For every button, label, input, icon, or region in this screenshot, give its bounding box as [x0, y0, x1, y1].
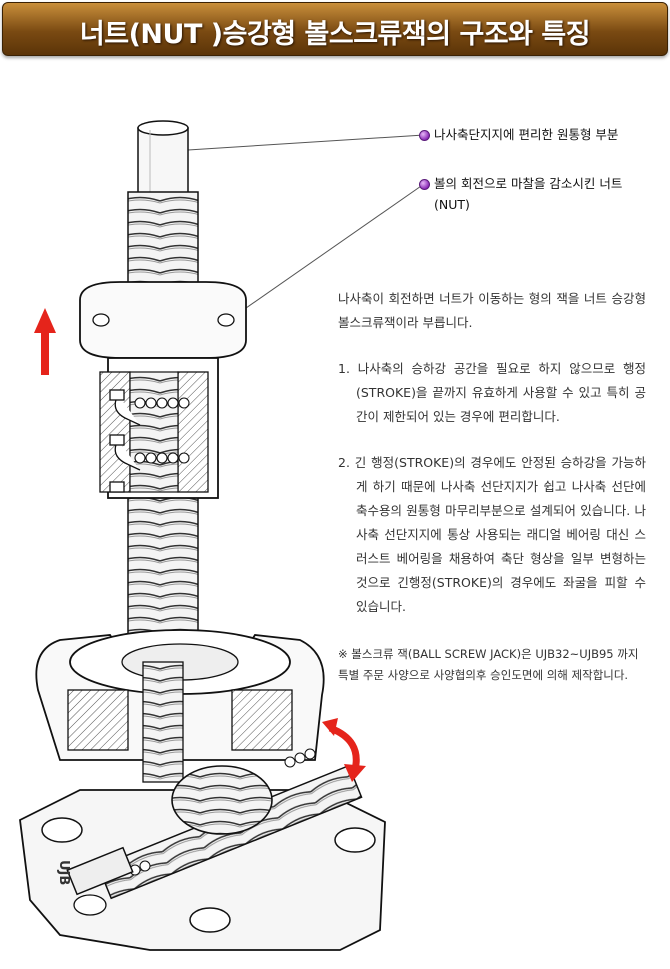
callout-bullet-2 [419, 179, 430, 190]
worm-shaft [66, 748, 363, 900]
feature-item-1: 1. 나사축의 승하강 공간을 필요로 하지 않으므로 행정(STROKE)을 … [338, 361, 646, 424]
callout-2: 볼의 회전으로 마찰을 감소시킨 너트 (NUT) [434, 173, 622, 215]
nut-balls [134, 397, 190, 464]
screw-top-cylinder [137, 120, 189, 195]
feature-item-2: 2. 긴 행정(STROKE)의 경우에도 안정된 승하강을 가능하게 하기 때… [338, 455, 646, 614]
flange-nut [79, 281, 247, 499]
callout-1: 나사축단지지에 편리한 원통형 부분 [434, 127, 619, 142]
note-text: ※ 볼스크류 잭(BALL SCREW JACK)은 UJB32~UJB95 까… [338, 647, 639, 682]
housing-mark: UJB [56, 860, 71, 885]
rotation-arrow-icon [322, 718, 366, 782]
callout-2-line1: 볼의 회전으로 마찰을 감소시킨 너트 [434, 176, 623, 191]
worm-gearbox-housing [35, 629, 325, 783]
intro-paragraph: 나사축이 회전하면 너트가 이동하는 형의 잭을 너트 승강형 볼스크류잭이라 … [338, 291, 646, 330]
callout-bullet-1 [419, 130, 430, 141]
nut-return-tubes [109, 389, 141, 493]
page-title: 너트(NUT )승강형 볼스크류잭의 구조와 특징 [79, 19, 591, 50]
callout-leader-1 [187, 134, 425, 151]
description: 나사축이 회전하면 너트가 이동하는 형의 잭을 너트 승강형 볼스크류잭이라 … [338, 287, 646, 619]
title-banner: 너트(NUT )승강형 볼스크류잭의 구조와 특징 [2, 2, 668, 56]
callout-2-line2: (NUT) [434, 197, 470, 212]
up-arrow-icon [34, 308, 56, 375]
